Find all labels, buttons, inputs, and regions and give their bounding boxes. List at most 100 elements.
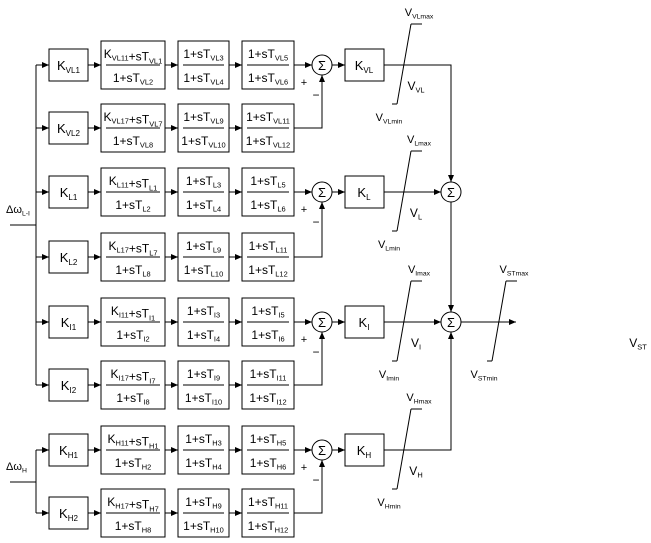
numerator: KVL17+sTVL7 <box>104 110 163 128</box>
sigma-symbol: Σ <box>447 185 455 200</box>
denominator: 1+sTH6 <box>250 456 287 472</box>
input-label-dw-h: ΔωH <box>6 461 27 474</box>
plus-sign: + <box>301 462 307 474</box>
denominator: 1+sTI6 <box>251 328 284 344</box>
gain-label: KVL1 <box>57 58 81 75</box>
denominator: 1+sTL2 <box>115 198 150 214</box>
gain-block <box>48 175 89 209</box>
input-label-dw-li: ΔωL-I <box>6 204 30 217</box>
numerator: 1+sTVL9 <box>183 110 223 126</box>
numerator: 1+sTH5 <box>250 432 287 448</box>
numerator: KL11+sTL1 <box>109 174 158 192</box>
arrow-to-sum-minus <box>294 202 325 258</box>
gain-label: KVL2 <box>57 121 81 138</box>
gain-block <box>48 305 89 339</box>
denominator: 1+sTVL12 <box>246 134 290 150</box>
numerator: KH17+sTH7 <box>107 495 159 513</box>
numerator: 1+sTVL3 <box>183 47 223 63</box>
h-to-sum <box>384 332 454 451</box>
gain-block <box>48 496 89 530</box>
numerator: 1+sTL5 <box>250 174 285 190</box>
sigma-symbol: Σ <box>318 443 326 458</box>
numerator: KL17+sTL7 <box>108 239 157 257</box>
vl-to-sum <box>384 64 454 182</box>
band-gain-label: KH <box>357 443 372 460</box>
minus-sign: − <box>312 215 319 229</box>
gain-label: KL2 <box>60 250 78 267</box>
numerator: 1+sTH11 <box>248 495 288 511</box>
arrow-to-sum-minus <box>294 75 325 129</box>
denominator: 1+sTI12 <box>249 391 286 407</box>
denominator: 1+sTVL4 <box>183 71 223 87</box>
numerator: 1+sTVL11 <box>246 110 290 126</box>
numerator: 1+sTL9 <box>186 239 221 255</box>
numerator: KI17+sTI7 <box>111 367 156 385</box>
band-output-label: VH <box>409 464 422 480</box>
numerator: KVL11+sTVL1 <box>104 47 162 65</box>
limiter-slope <box>396 280 412 362</box>
gain-label: KI1 <box>61 315 77 332</box>
limiter-slope <box>396 408 412 490</box>
arrow-to-sum-minus <box>294 460 325 514</box>
denominator: 1+sTI10 <box>185 391 222 407</box>
band-limiter-max-label: VHmax <box>406 392 432 405</box>
limiter-slope <box>396 23 412 105</box>
band-output-label: VL <box>410 206 422 222</box>
denominator: 1+sTI2 <box>116 328 149 344</box>
denominator: 1+sTVL10 <box>181 134 225 150</box>
gain-block <box>48 368 89 402</box>
denominator: 1+sTH12 <box>248 519 289 535</box>
minus-sign: − <box>312 88 319 102</box>
numerator: 1+sTVL5 <box>248 47 288 63</box>
sigma-symbol: Σ <box>318 58 326 73</box>
gain-block <box>48 433 89 467</box>
denominator: 1+sTL12 <box>248 263 287 279</box>
gain-label: KI2 <box>61 378 77 395</box>
denominator: 1+sTL8 <box>115 263 150 279</box>
denominator: 1+sTVL2 <box>113 71 153 87</box>
numerator: 1+sTL11 <box>249 239 288 255</box>
band-limiter-min-label: VVLmin <box>376 112 403 125</box>
band-limiter-min-label: VLmin <box>378 239 400 252</box>
denominator: 1+sTI4 <box>187 328 220 344</box>
band-limiter-max-label: VVLmax <box>405 7 434 20</box>
minus-sign: − <box>312 345 319 359</box>
band-gain-label: KVL <box>355 58 374 75</box>
gain-block <box>48 240 89 274</box>
denominator: 1+sTH8 <box>115 519 152 535</box>
sigma-symbol: Σ <box>318 185 326 200</box>
output-label-vst: VST <box>629 336 647 352</box>
band-limiter-min-label: VHmin <box>377 497 400 510</box>
numerator: 1+sTI3 <box>187 304 220 320</box>
numerator: KI11+sTI1 <box>111 304 155 322</box>
plus-sign: + <box>301 204 307 216</box>
numerator: 1+sTI11 <box>250 367 287 383</box>
gain-label: KH1 <box>59 443 78 460</box>
denominator: 1+sTL4 <box>186 198 221 214</box>
band-gain-label: KI <box>359 315 370 332</box>
denominator: 1+sTL6 <box>250 198 285 214</box>
band-limiter-max-label: VLmax <box>407 134 432 147</box>
minus-sign: − <box>312 473 319 487</box>
numerator: 1+sTI9 <box>187 367 220 383</box>
denominator: 1+sTH4 <box>185 456 222 472</box>
arrow-to-sum-minus <box>294 332 325 386</box>
output-limiter-max-label: VSTmax <box>500 264 530 277</box>
plus-sign: + <box>301 334 307 346</box>
numerator: 1+sTL3 <box>186 174 221 190</box>
numerator: 1+sTH9 <box>185 495 222 511</box>
denominator: 1+sTI8 <box>116 391 149 407</box>
denominator: 1+sTH2 <box>115 456 152 472</box>
band-gain-block <box>344 433 385 467</box>
numerator: 1+sTH3 <box>185 432 222 448</box>
limiter-slope <box>491 280 507 362</box>
numerator: KH11+sTH1 <box>108 432 159 450</box>
band-gain-label: KL <box>357 185 371 202</box>
band-output-label: VVL <box>407 79 424 95</box>
sigma-symbol: Σ <box>447 315 455 330</box>
denominator: 1+sTVL6 <box>248 71 288 87</box>
denominator: 1+sTL10 <box>184 263 223 279</box>
band-limiter-min-label: VImin <box>379 369 399 382</box>
gain-label: KH2 <box>59 506 78 523</box>
